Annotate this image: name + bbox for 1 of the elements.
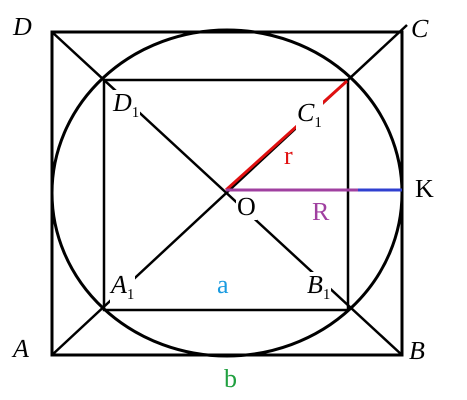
vertex-label: C$_{1}$ [296,100,323,132]
